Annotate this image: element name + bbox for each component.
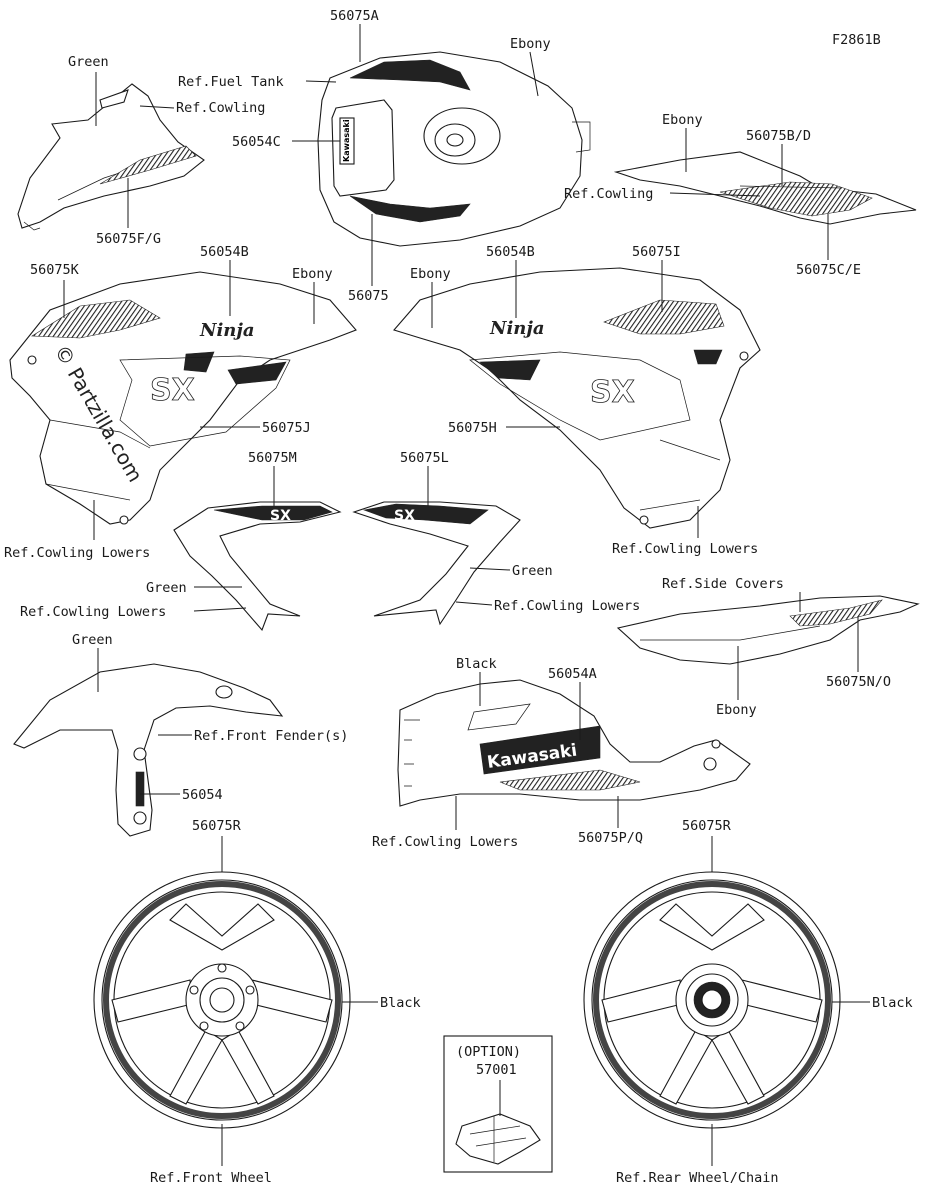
front-cowl-part xyxy=(17,83,205,231)
fuel-tank-part: Kawasaki xyxy=(317,51,591,247)
fuel-tank-num-label: 56075A xyxy=(330,8,379,24)
front-cowl-green-label: Green xyxy=(68,54,109,70)
tank-emblem-text: Kawasaki xyxy=(342,119,351,162)
rear-cowl-lower-num-label: 56075C/E xyxy=(796,262,861,278)
right-side-fairing-part: Ninja SX xyxy=(393,267,761,529)
side-cover-ebony-label: Ebony xyxy=(716,702,757,718)
option-box xyxy=(443,1035,553,1173)
tank-emblem-num-label: 56054C xyxy=(232,134,281,150)
ref-cowling-lowers-right-label: Ref.Cowling Lowers xyxy=(612,541,758,557)
rear-cowl-num-label: 56075B/D xyxy=(746,128,811,144)
lower-cowl-part: Kawasaki xyxy=(397,679,751,807)
rear-wheel-black-label: Black xyxy=(872,995,913,1011)
front-wheel-black-label: Black xyxy=(380,995,421,1011)
front-fender-part xyxy=(13,663,284,837)
rear-cowl-part xyxy=(613,151,917,225)
left-side-ebony-label: Ebony xyxy=(292,266,333,282)
inner-right-num-label: 56075L xyxy=(400,450,449,466)
inner-right-green-label: Green xyxy=(512,563,553,579)
tank-ebony-label: Ebony xyxy=(510,36,551,52)
rear-wheel-num-label: 56075R xyxy=(682,818,732,834)
front-wheel-part xyxy=(93,871,351,1129)
option-label: (OPTION) xyxy=(456,1044,521,1060)
ref-cowling-rear-label: Ref.Cowling xyxy=(564,186,653,202)
ref-rear-wheel-label: Ref.Rear Wheel/Chain xyxy=(616,1170,779,1186)
ref-cowling-lowers-inner-right-label: Ref.Cowling Lowers xyxy=(494,598,640,614)
lower-num-label: 56075P/Q xyxy=(578,830,643,846)
rear-wheel-part xyxy=(583,871,841,1129)
figure-code: F2861B xyxy=(832,32,881,48)
ref-fuel-tank-label: Ref.Fuel Tank xyxy=(178,74,284,90)
left-ninja-num-label: 56054B xyxy=(200,244,249,260)
option-num-label: 57001 xyxy=(476,1062,517,1078)
right-side-ebony-label: Ebony xyxy=(410,266,451,282)
fender-num-label: 56054 xyxy=(182,787,223,803)
side-cover-part xyxy=(616,595,920,665)
left-sx-text: SX xyxy=(150,373,195,408)
inner-left-green-label: Green xyxy=(146,580,187,596)
ref-cowling-lowers-bottom-label: Ref.Cowling Lowers xyxy=(372,834,518,850)
inner-right-sx-text: SX xyxy=(394,508,415,524)
side-cover-num-label: 56075N/O xyxy=(826,674,891,690)
left-side-fairing-part: Ninja SX xyxy=(9,271,357,525)
kawasaki-num-label: 56054A xyxy=(548,666,597,682)
right-sx-num-label: 56075H xyxy=(448,420,497,436)
right-ninja-num-label: 56054B xyxy=(486,244,535,260)
inner-left-panel-part: SX xyxy=(173,501,342,632)
ref-cowling-lowers-left-label: Ref.Cowling Lowers xyxy=(4,545,150,561)
ref-cowling-lowers-inner-left-label: Ref.Cowling Lowers xyxy=(20,604,166,620)
left-sx-num-label: 56075J xyxy=(262,420,311,436)
left-ninja-text: Ninja xyxy=(199,320,255,341)
fender-green-label: Green xyxy=(72,632,113,648)
tank-lower-num-label: 56075 xyxy=(348,288,389,304)
rear-cowl-ebony-label: Ebony xyxy=(662,112,703,128)
left-side-stripe-num-label: 56075K xyxy=(30,262,80,278)
right-ninja-text: Ninja xyxy=(489,318,545,339)
inner-left-sx-text: SX xyxy=(270,508,291,524)
ref-side-covers-label: Ref.Side Covers xyxy=(662,576,784,592)
front-wheel-num-label: 56075R xyxy=(192,818,242,834)
ref-cowling-front-label: Ref.Cowling xyxy=(176,100,265,116)
ref-front-fender-label: Ref.Front Fender(s) xyxy=(194,728,348,744)
inner-left-num-label: 56075M xyxy=(248,450,297,466)
front-cowl-num-label: 56075F/G xyxy=(96,231,161,247)
right-sx-text: SX xyxy=(590,375,635,410)
lower-black-label: Black xyxy=(456,656,497,672)
ref-front-wheel-label: Ref.Front Wheel xyxy=(150,1170,272,1186)
right-side-stripe-num-label: 56075I xyxy=(632,244,681,260)
inner-right-panel-part: SX xyxy=(352,501,521,626)
